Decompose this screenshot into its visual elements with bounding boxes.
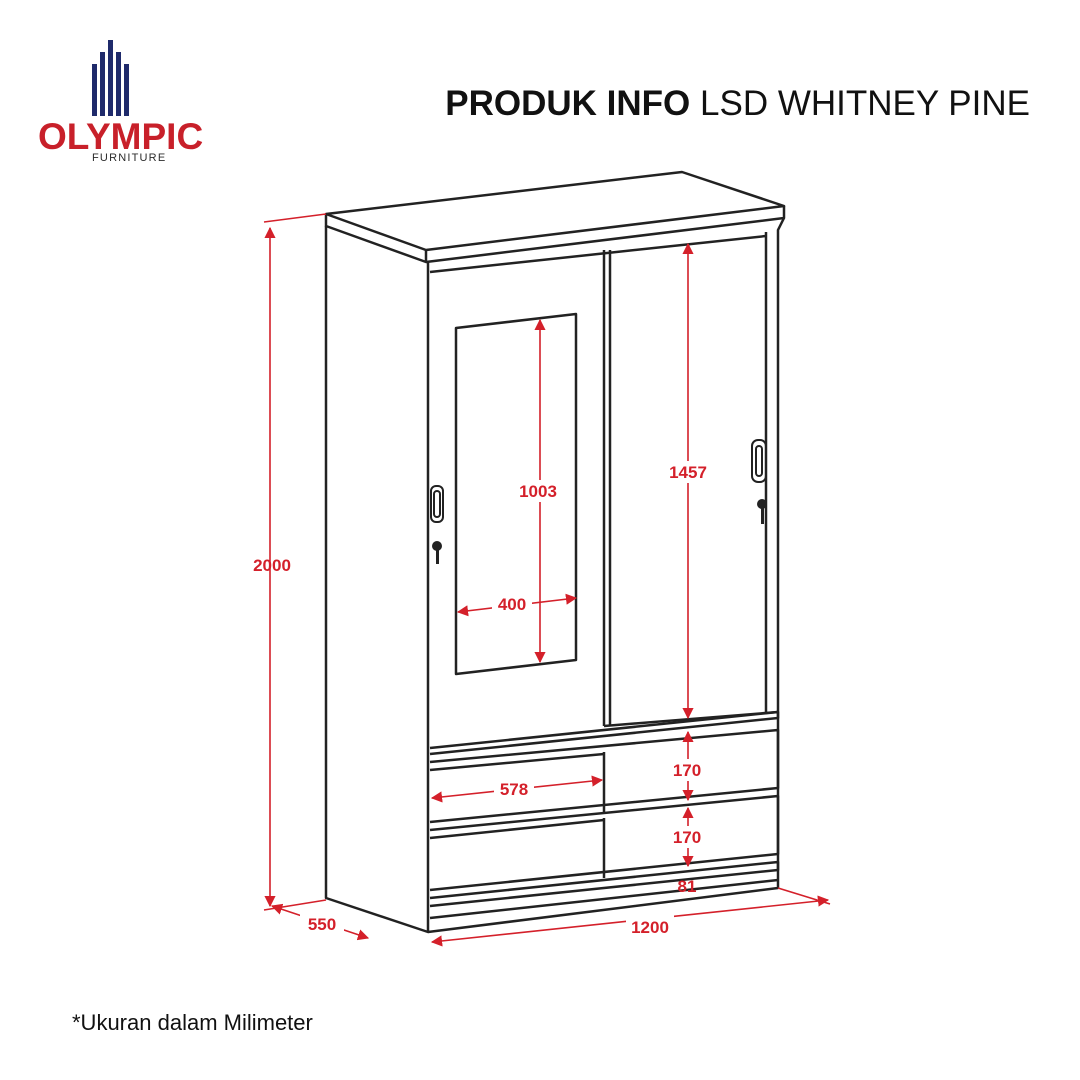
door-lock-right-icon (757, 499, 767, 524)
door-lock-left-icon (432, 541, 442, 564)
title-product: LSD WHITNEY PINE (700, 84, 1030, 123)
dim-label-width: 1200 (631, 918, 669, 937)
dim-label-plinth: 81 (678, 877, 697, 896)
dim-label-drawer-width: 578 (500, 780, 528, 799)
brand-logo: OLYMPIC FURNITURE (30, 34, 210, 174)
page-title: PRODUK INFO LSD WHITNEY PINE (445, 84, 1030, 124)
title-heading: PRODUK INFO (445, 84, 691, 123)
dim-label-depth: 550 (308, 915, 336, 934)
dim-label-height: 2000 (253, 556, 291, 575)
dim-label-mirror-height: 1003 (519, 482, 557, 501)
dim-label-mirror-width: 400 (498, 595, 526, 614)
dim-label-door-height: 1457 (669, 463, 707, 482)
dim-label-drawer-top: 170 (673, 761, 701, 780)
cabinet-outline (324, 170, 786, 934)
dim-label-drawer-bottom: 170 (673, 828, 701, 847)
measurement-note: *Ukuran dalam Milimeter (72, 1010, 313, 1035)
brand-name: OLYMPIC (38, 116, 204, 157)
door-handle-left-icon (430, 485, 444, 523)
vertical-bars-icon (92, 40, 129, 116)
door-handle-right-icon (751, 439, 767, 483)
brand-tagline: FURNITURE (92, 152, 167, 164)
